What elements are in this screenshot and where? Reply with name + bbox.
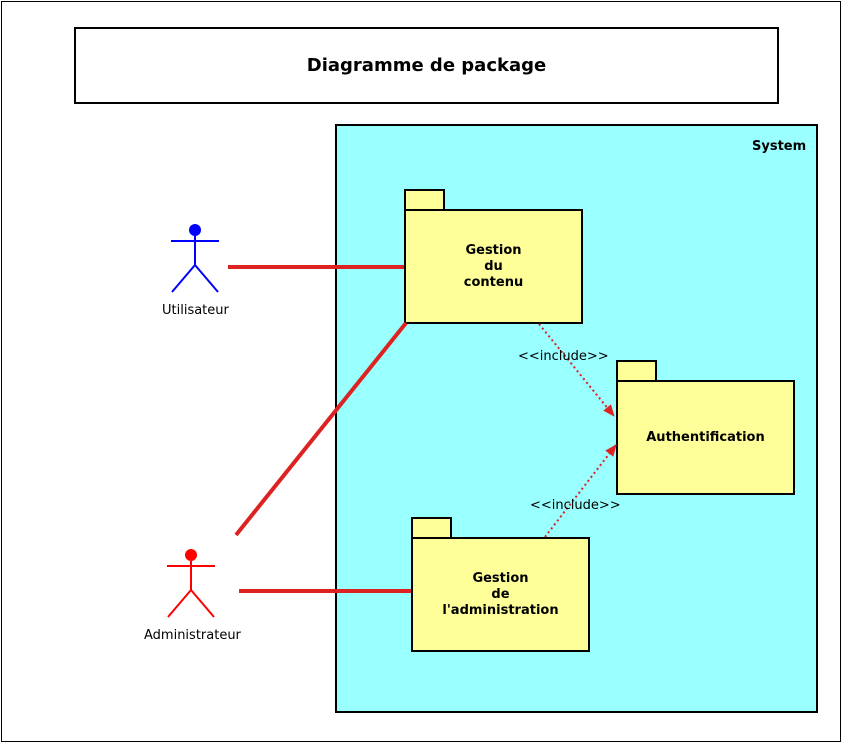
package-label-line: du (484, 258, 503, 274)
actor-administrateur-icon[interactable] (167, 549, 215, 618)
package-label-line: de (491, 586, 510, 602)
actor-label-utilisateur: Utilisateur (162, 303, 229, 318)
package-label-line: Gestion (472, 570, 529, 586)
package-label-line: Gestion (465, 242, 522, 258)
actor-utilisateur-icon[interactable] (171, 224, 219, 293)
package-gestion-contenu[interactable]: Gestion du contenu (404, 209, 583, 324)
include-label-contenu: <<include>> (518, 349, 609, 364)
include-label-administration: <<include>> (530, 498, 621, 513)
package-authentification[interactable]: Authentification (616, 380, 795, 495)
package-label-line: l'administration (442, 602, 559, 618)
include-dependency-administration (544, 444, 617, 538)
diagram-title-box: Diagramme de package (74, 27, 779, 104)
package-label-line: contenu (463, 274, 524, 290)
actor-label-administrateur: Administrateur (144, 628, 241, 643)
package-label-line: Authentification (646, 429, 765, 445)
association-administrateur-gestion-contenu (234, 321, 408, 537)
package-gestion-administration[interactable]: Gestion de l'administration (411, 537, 590, 652)
diagram-title: Diagramme de package (306, 55, 547, 76)
include-dependency-contenu (538, 323, 615, 417)
system-label: System (752, 139, 807, 154)
